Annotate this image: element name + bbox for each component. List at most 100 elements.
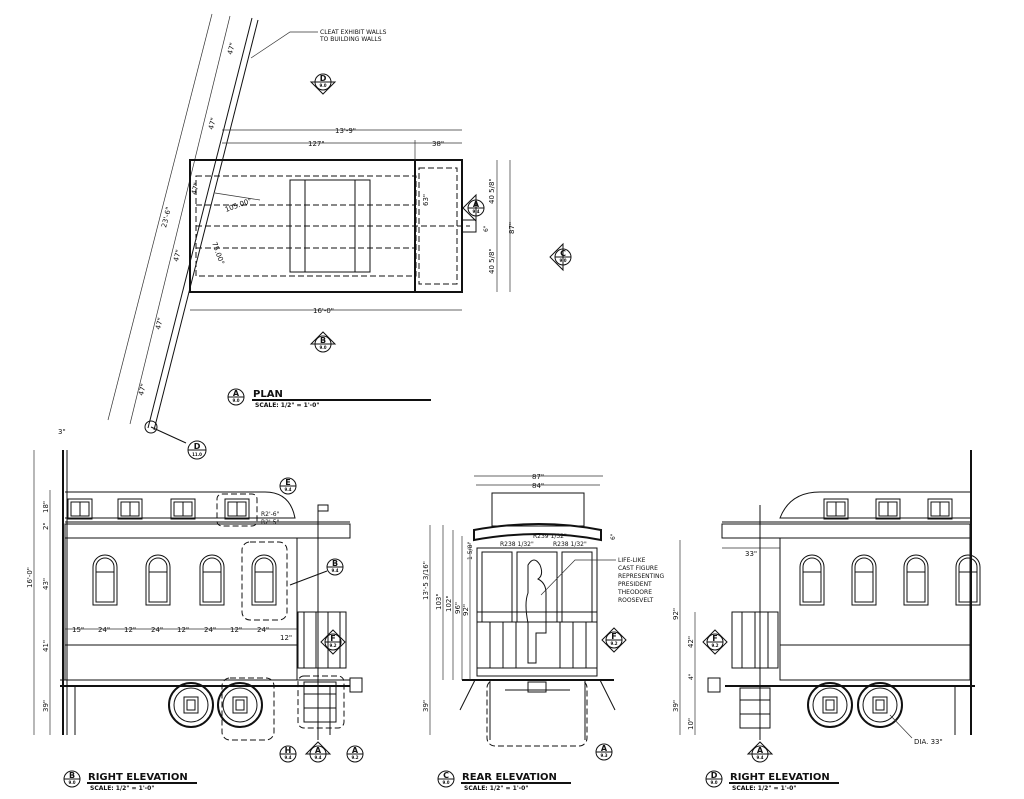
dim-text: 87" bbox=[508, 222, 516, 234]
dim-text: 47" bbox=[172, 249, 183, 263]
svg-text:9.4: 9.4 bbox=[284, 755, 291, 760]
dim-text: 2" bbox=[42, 522, 50, 530]
svg-text:SCALE: 1/2" = 1'-0": SCALE: 1/2" = 1'-0" bbox=[732, 785, 796, 792]
dim-text: 47" bbox=[190, 182, 201, 196]
svg-text:E: E bbox=[285, 478, 290, 487]
window-spacing-dims: 15" 24" 12" 24" 12" 24" 12" 24" 12" bbox=[72, 626, 292, 642]
dim-text: 13'-5 3/16" bbox=[422, 561, 430, 600]
svg-text:A: A bbox=[315, 746, 322, 755]
svg-text:A: A bbox=[233, 389, 240, 398]
dim-text: 87" bbox=[532, 473, 544, 481]
dim-text: 16'-0" bbox=[313, 307, 334, 315]
section-marker-a[interactable]: A9.4 bbox=[304, 741, 332, 763]
dim-text: 63" bbox=[422, 194, 430, 206]
svg-text:9.4: 9.4 bbox=[331, 568, 338, 573]
detail-marker-f[interactable]: F9.2 bbox=[702, 629, 728, 655]
plan-view: 47" 47" 47" 47" 47" 47" 23'-6" CLEAT EXH… bbox=[107, 13, 572, 460]
svg-text:A: A bbox=[352, 746, 359, 755]
svg-text:B: B bbox=[69, 771, 75, 780]
svg-text:9.0: 9.0 bbox=[319, 83, 326, 88]
svg-text:F: F bbox=[712, 634, 717, 643]
dim-text: 96" bbox=[454, 602, 462, 614]
svg-text:D: D bbox=[711, 771, 718, 780]
section-marker-b[interactable]: B 9.0 bbox=[309, 331, 337, 353]
svg-text:9.0: 9.0 bbox=[319, 345, 326, 350]
dim-text: 39" bbox=[422, 700, 430, 712]
detail-marker-d[interactable]: D 11.0 bbox=[187, 440, 207, 460]
svg-text:B: B bbox=[320, 336, 326, 345]
building-wall bbox=[107, 13, 259, 444]
svg-text:A: A bbox=[757, 746, 764, 755]
svg-text:24": 24" bbox=[98, 626, 110, 634]
radius-text: R239 1/32" bbox=[533, 533, 567, 540]
right-elevation-b-title: B 9.0 RIGHT ELEVATION SCALE: 1/2" = 1'-0… bbox=[63, 770, 197, 792]
svg-text:12": 12" bbox=[124, 626, 136, 634]
dim-text: 16'-0" bbox=[26, 567, 34, 588]
svg-text:F: F bbox=[611, 632, 616, 641]
svg-text:A: A bbox=[601, 744, 608, 753]
svg-text:B: B bbox=[332, 559, 338, 568]
dim-text: 103" bbox=[435, 593, 443, 610]
plan-title: A 9.0 PLAN SCALE: 1/2" = 1'-0" bbox=[227, 388, 431, 409]
svg-text:9.0: 9.0 bbox=[442, 780, 449, 785]
svg-text:RIGHT ELEVATION: RIGHT ELEVATION bbox=[88, 772, 188, 783]
dim-text: 127" bbox=[308, 140, 325, 148]
rear-elevation-c: 87" 84" R238 1/32" R239 1/32" R238 1/32"… bbox=[422, 473, 665, 792]
svg-text:24": 24" bbox=[151, 626, 163, 634]
svg-text:9.2: 9.2 bbox=[711, 643, 718, 648]
svg-text:12": 12" bbox=[230, 626, 242, 634]
dim-text: 39" bbox=[42, 700, 50, 712]
detail-marker-a[interactable]: A9.2 bbox=[346, 745, 364, 763]
svg-text:9.0: 9.0 bbox=[710, 780, 717, 785]
radius-text: R238 1/32" bbox=[500, 541, 534, 548]
section-marker-c[interactable]: C 9.0 bbox=[549, 242, 572, 272]
plan-note: CLEAT EXHIBIT WALLS bbox=[320, 29, 387, 36]
radius-text: R238 1/32" bbox=[553, 541, 587, 548]
radius-text: R2'-5" bbox=[261, 519, 280, 526]
dim-text: 40 5/8" bbox=[488, 178, 496, 204]
svg-text:9.2: 9.2 bbox=[351, 755, 358, 760]
svg-text:A: A bbox=[473, 200, 480, 209]
svg-text:15": 15" bbox=[72, 626, 84, 634]
svg-text:11.0: 11.0 bbox=[192, 452, 202, 457]
detail-marker-f[interactable]: F9.2 bbox=[320, 629, 346, 655]
rear-elevation-title: C 9.0 REAR ELEVATION SCALE: 1/2" = 1'-0" bbox=[437, 770, 571, 792]
detail-marker-b[interactable]: B9.4 bbox=[289, 558, 344, 586]
dim-text: 43" bbox=[42, 578, 50, 590]
angle-text: 75.00° bbox=[210, 241, 226, 266]
dim-text: 42" bbox=[687, 636, 695, 648]
svg-text:SCALE: 1/2" = 1'-0": SCALE: 1/2" = 1'-0" bbox=[464, 785, 528, 792]
svg-text:9.4: 9.4 bbox=[472, 209, 479, 214]
section-marker-d[interactable]: D 9.0 bbox=[309, 73, 337, 95]
svg-text:9.2: 9.2 bbox=[610, 641, 617, 646]
dim-text: 47" bbox=[207, 117, 218, 131]
figure-note: ROOSEVELT bbox=[618, 597, 654, 604]
svg-text:9.3: 9.3 bbox=[600, 753, 607, 758]
dim-text: 1 5/8" bbox=[467, 542, 474, 560]
dim-text: 47" bbox=[154, 317, 165, 331]
detail-marker-a[interactable]: A9.3 bbox=[595, 743, 613, 761]
figure-note: CAST FIGURE bbox=[618, 565, 658, 572]
dim-text: 92" bbox=[672, 608, 680, 620]
svg-text:12": 12" bbox=[280, 634, 292, 642]
figure-note: PRESIDENT bbox=[618, 581, 652, 588]
rear-railing bbox=[489, 622, 587, 668]
svg-text:RIGHT ELEVATION: RIGHT ELEVATION bbox=[730, 772, 830, 783]
svg-text:9.4: 9.4 bbox=[756, 755, 763, 760]
svg-text:9.0: 9.0 bbox=[559, 258, 566, 263]
right-elevation-b: 3" 18" 2" 16'-0" 43" 41" 39" 15" 24" 12"… bbox=[26, 428, 364, 792]
dim-text: 47" bbox=[226, 42, 237, 56]
section-marker-a[interactable]: A 9.4 bbox=[462, 193, 485, 223]
detail-marker-f[interactable]: F9.2 bbox=[601, 627, 627, 653]
svg-text:C: C bbox=[443, 771, 449, 780]
right-elevation-d: 33" 92" 42" 4" 39" 10" DIA. 33" F9.2 A9.… bbox=[672, 450, 981, 792]
svg-text:D: D bbox=[194, 442, 201, 451]
svg-text:H: H bbox=[285, 746, 292, 755]
svg-text:PLAN: PLAN bbox=[253, 389, 283, 400]
dim-text: 6" bbox=[483, 225, 490, 232]
detail-marker-h[interactable]: H9.4 bbox=[279, 745, 297, 763]
svg-text:F: F bbox=[330, 634, 335, 643]
section-marker-a[interactable]: A9.4 bbox=[746, 741, 774, 763]
svg-text:D: D bbox=[320, 74, 327, 83]
detail-marker-e[interactable]: E9.4 bbox=[279, 477, 297, 495]
